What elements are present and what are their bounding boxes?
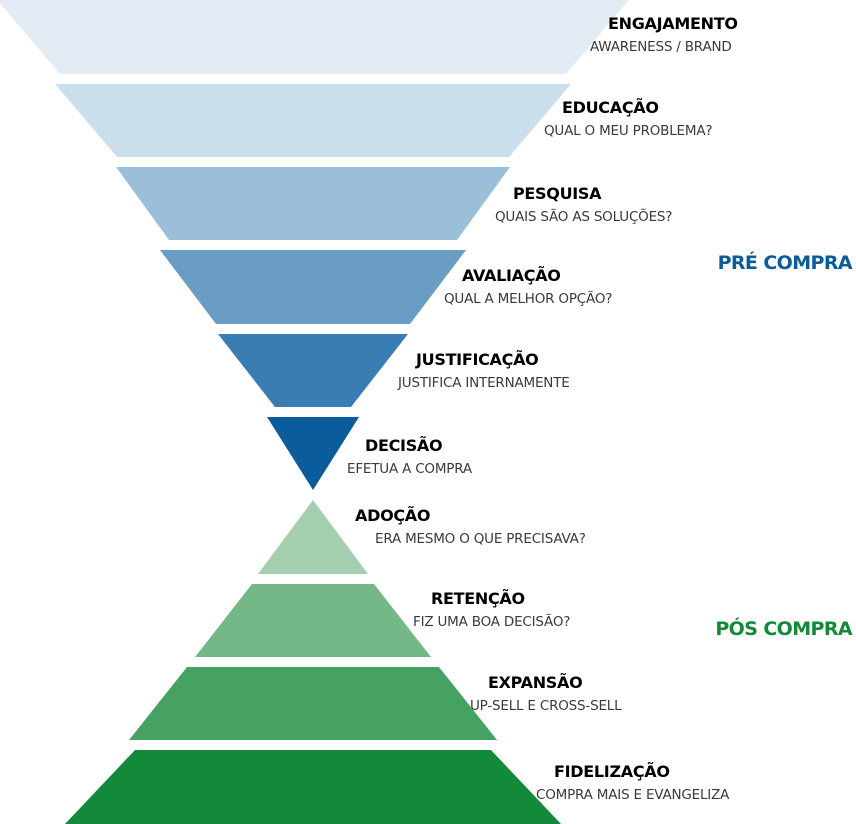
stage-label-decisao: DECISÃO EFETUA A COMPRA (347, 436, 472, 477)
funnel-segment-pesquisa (116, 167, 510, 240)
stage-title: ENGAJAMENTO (608, 14, 738, 33)
stage-title: FIDELIZAÇÃO (554, 762, 670, 781)
stage-label-avaliacao: AVALIAÇÃO QUAL A MELHOR OPÇÃO? (444, 266, 612, 307)
stage-subtitle: COMPRA MAIS E EVANGELIZA (536, 787, 730, 803)
stage-title: EDUCAÇÃO (562, 98, 659, 117)
stage-subtitle: EFETUA A COMPRA (347, 461, 472, 477)
funnel-segment-retencao (195, 584, 431, 657)
funnel-segment-avaliacao (160, 250, 466, 324)
stage-title: AVALIAÇÃO (462, 266, 561, 285)
stage-subtitle: FIZ UMA BOA DECISÃO? (413, 614, 571, 630)
funnel-segment-educacao (55, 84, 571, 157)
stage-title: EXPANSÃO (488, 673, 583, 692)
stage-label-retencao: RETENÇÃO FIZ UMA BOA DECISÃO? (413, 589, 570, 630)
stage-subtitle: QUAL A MELHOR OPÇÃO? (444, 291, 613, 307)
funnel-segment-decisao (267, 417, 359, 490)
stage-label-educacao: EDUCAÇÃO QUAL O MEU PROBLEMA? (544, 98, 713, 139)
stage-subtitle: ERA MESMO O QUE PRECISAVA? (375, 531, 586, 547)
funnel-segment-justificacao (218, 334, 408, 407)
stage-label-pesquisa: PESQUISA QUAIS SÃO AS SOLUÇÕES? (495, 184, 672, 225)
funnel-segment-engajamento (0, 0, 629, 74)
funnel-segment-fidelizacao (65, 750, 561, 824)
stage-title: PESQUISA (513, 184, 602, 203)
stage-label-adocao: ADOÇÃO ERA MESMO O QUE PRECISAVA? (355, 506, 586, 547)
stage-subtitle: QUAIS SÃO AS SOLUÇÕES? (495, 209, 673, 225)
stage-title: RETENÇÃO (431, 589, 525, 608)
stage-title: DECISÃO (365, 436, 443, 455)
funnel-segment-expansao (129, 667, 497, 740)
stage-title: JUSTIFICAÇÃO (416, 350, 539, 369)
funnel-segment-adocao (258, 500, 368, 574)
post-purchase-label: PÓS COMPRA (715, 618, 852, 640)
stage-label-expansao: EXPANSÃO UP-SELL E CROSS-SELL (470, 673, 622, 714)
stage-subtitle: UP-SELL E CROSS-SELL (470, 698, 622, 714)
stage-subtitle: JUSTIFICA INTERNAMENTE (398, 375, 570, 391)
stage-label-justificacao: JUSTIFICAÇÃO JUSTIFICA INTERNAMENTE (398, 350, 570, 391)
pre-purchase-label: PRÉ COMPRA (717, 252, 853, 274)
stage-title: ADOÇÃO (355, 506, 431, 525)
stage-label-engajamento: ENGAJAMENTO AWARENESS / BRAND (590, 14, 738, 55)
stage-subtitle: AWARENESS / BRAND (590, 39, 732, 55)
stage-label-fidelizacao: FIDELIZAÇÃO COMPRA MAIS E EVANGELIZA (536, 762, 729, 803)
stage-subtitle: QUAL O MEU PROBLEMA? (544, 123, 713, 139)
